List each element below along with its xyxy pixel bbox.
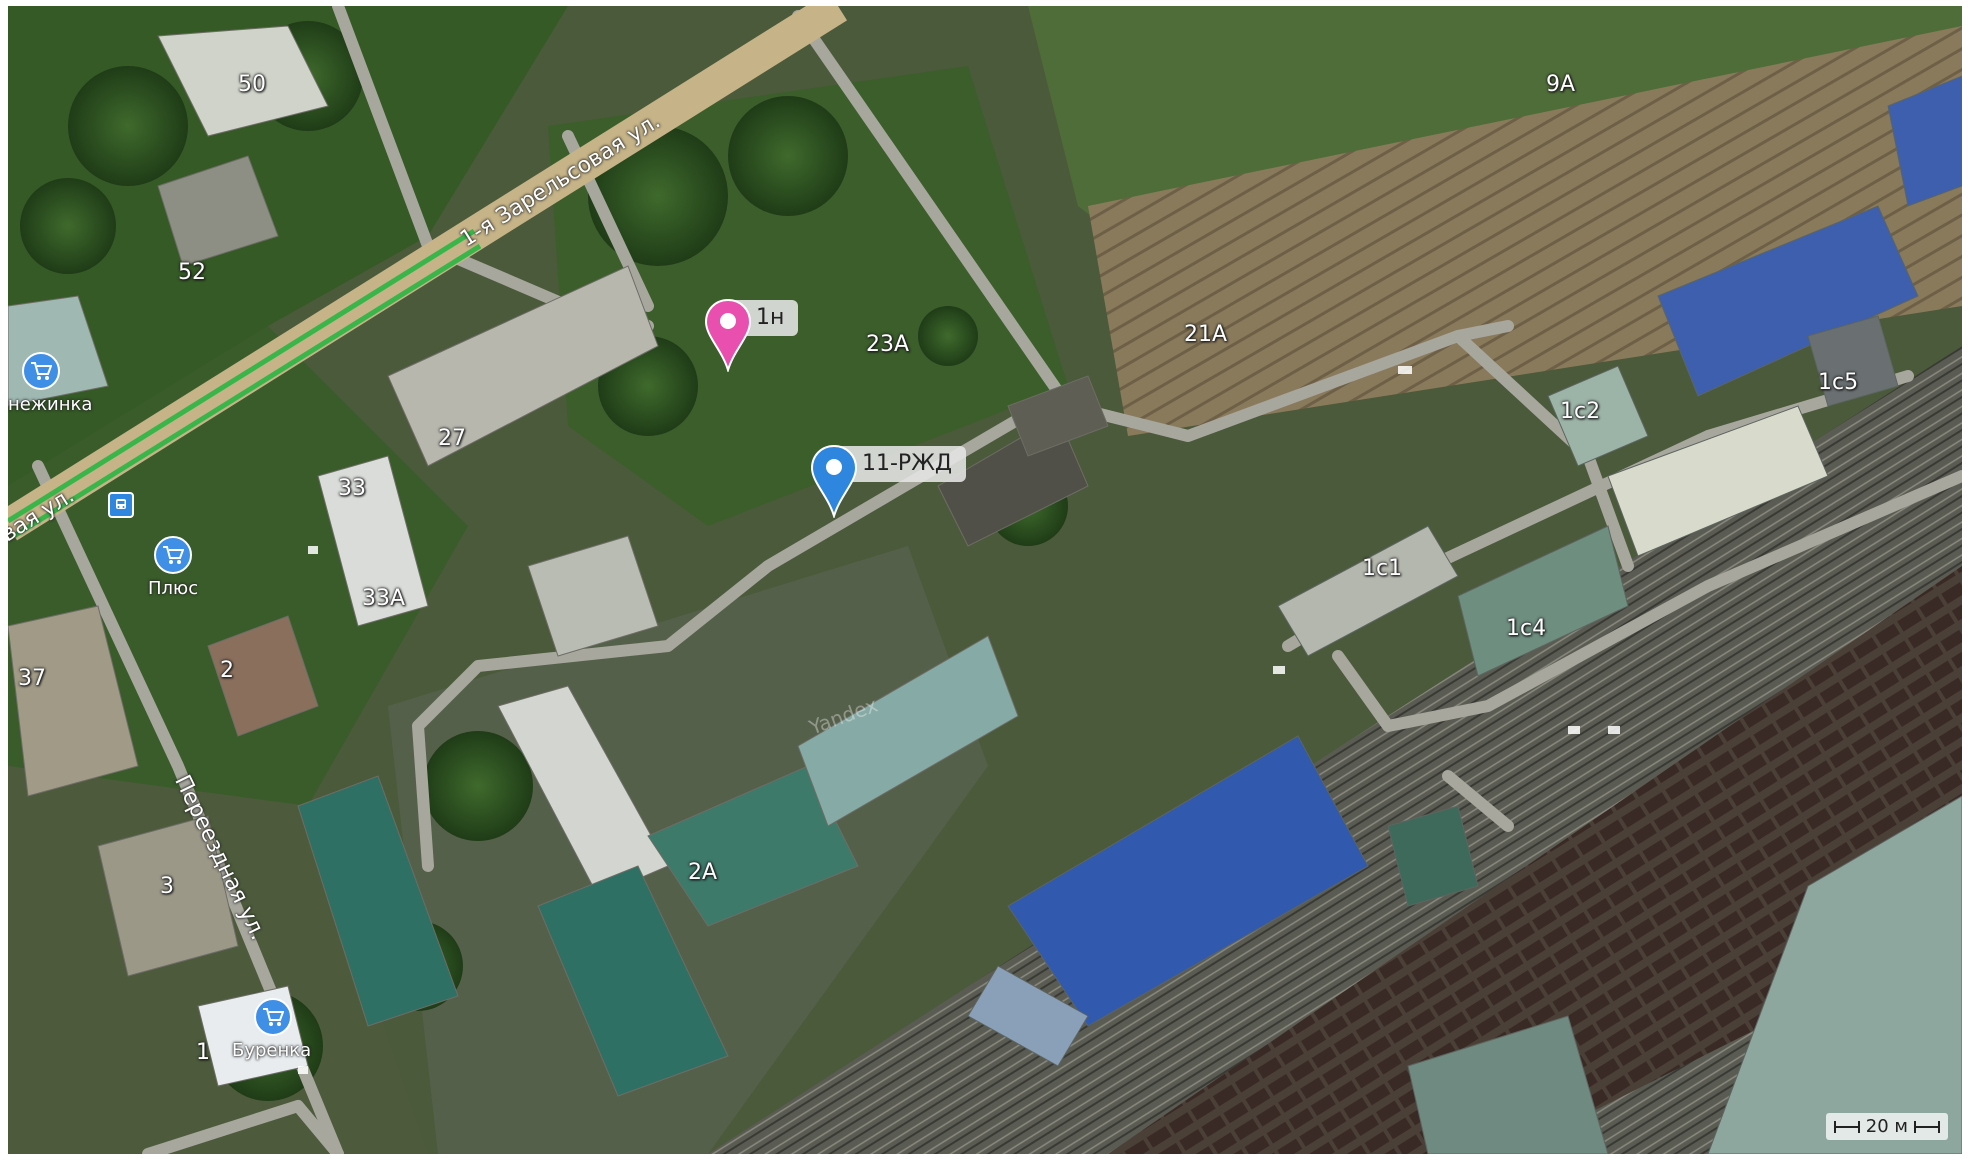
house-number: 2 xyxy=(220,658,234,683)
poi-burenka[interactable]: Буренка xyxy=(232,998,311,1061)
house-number: 9А xyxy=(1546,72,1576,97)
house-number: 21А xyxy=(1184,322,1228,347)
house-number: 1с4 xyxy=(1506,616,1547,641)
house-number: 2А xyxy=(688,860,718,885)
shopping-cart-icon xyxy=(154,536,192,574)
marker-11-rzd-label: 11-РЖД xyxy=(840,446,967,483)
poi-label: Плюс xyxy=(148,578,199,599)
satellite-map[interactable]: 1-я Зарельсовая ул. вая ул. Переездная у… xyxy=(8,6,1962,1154)
poi-label: нежинка xyxy=(8,394,93,415)
scale-bar-right-icon xyxy=(1914,1120,1940,1133)
scale-bar: 20 м xyxy=(1825,1113,1948,1140)
house-number: 52 xyxy=(178,260,206,285)
satellite-imagery xyxy=(8,6,1962,1154)
house-number: 1с2 xyxy=(1560,399,1601,424)
house-number: 1 xyxy=(196,1040,210,1065)
scale-bar-left-icon xyxy=(1833,1120,1860,1133)
poi-label: Буренка xyxy=(232,1040,312,1061)
house-number: 50 xyxy=(238,72,266,97)
map-pin-icon xyxy=(704,298,752,372)
poi-plus[interactable]: Плюс xyxy=(148,536,198,599)
scale-label: 20 м xyxy=(1865,1116,1908,1137)
shopping-cart-icon xyxy=(254,998,292,1036)
map-pin-icon xyxy=(810,444,858,518)
poi-bus-stop[interactable] xyxy=(108,492,134,518)
house-number: 1с5 xyxy=(1818,370,1859,395)
house-number: 27 xyxy=(438,426,466,451)
poi-snezhinka[interactable]: нежинка xyxy=(8,352,92,415)
house-number: 3 xyxy=(160,874,174,899)
shopping-cart-icon xyxy=(22,352,60,390)
house-number: 33А xyxy=(362,586,406,611)
bus-stop-icon xyxy=(108,492,134,518)
house-number: 37 xyxy=(18,666,46,691)
house-number: 33 xyxy=(338,476,366,501)
house-number: 23А xyxy=(866,332,910,357)
marker-11-rzd[interactable]: 11-РЖД xyxy=(810,444,980,524)
marker-1n[interactable]: 1н xyxy=(704,298,814,378)
house-number: 1с1 xyxy=(1362,556,1403,581)
